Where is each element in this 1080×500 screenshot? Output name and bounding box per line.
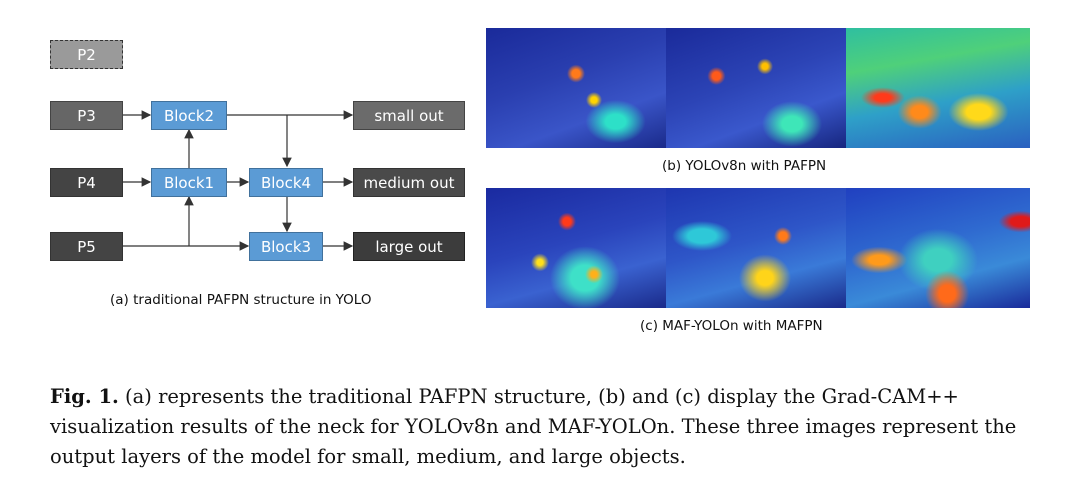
- output-large: large out: [353, 232, 465, 261]
- heatmap-c-small: [486, 188, 666, 308]
- panel-c-caption: (c) MAF-YOLOn with MAFPN: [640, 318, 823, 334]
- heatmap-c-large: [846, 188, 1030, 308]
- block-1: Block1: [151, 168, 227, 197]
- heatmap-b-large: [846, 28, 1030, 148]
- input-p4: P4: [50, 168, 123, 197]
- panel-b-caption: (b) YOLOv8n with PAFPN: [662, 158, 827, 174]
- heatmap-b-medium: [666, 28, 846, 148]
- input-p2: P2: [50, 40, 123, 69]
- heatmap-c-medium: [666, 188, 846, 308]
- block-3: Block3: [249, 232, 323, 261]
- heatmap-b-small: [486, 28, 666, 148]
- output-small: small out: [353, 101, 465, 130]
- figure-caption-text: (a) represents the traditional PAFPN str…: [50, 385, 1017, 468]
- output-medium: medium out: [353, 168, 465, 197]
- figure-caption: Fig. 1. (a) represents the traditional P…: [50, 382, 1040, 472]
- block-4: Block4: [249, 168, 323, 197]
- figure-caption-label: Fig. 1.: [50, 385, 119, 408]
- input-p5: P5: [50, 232, 123, 261]
- input-p3: P3: [50, 101, 123, 130]
- diagram-caption: (a) traditional PAFPN structure in YOLO: [110, 292, 372, 308]
- block-2: Block2: [151, 101, 227, 130]
